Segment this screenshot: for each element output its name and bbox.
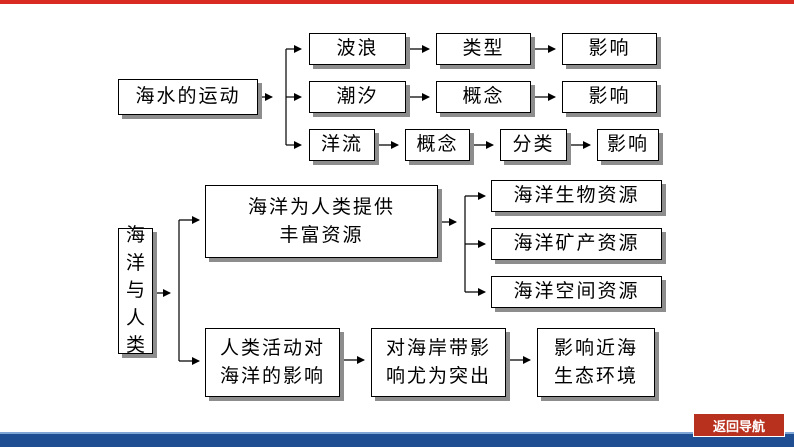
node-currents-classification: 分类 (500, 129, 567, 161)
root-char-4: 人 (125, 306, 145, 329)
node-human-activity-impact: 人类活动对 海洋的影响 (205, 328, 340, 397)
environment-line-2: 生态环境 (553, 364, 638, 387)
root-char-5: 类 (125, 334, 145, 357)
environment-line-1: 影响近海 (553, 336, 638, 359)
bottom-bar-stripe (0, 432, 794, 434)
node-currents-concept: 概念 (405, 129, 470, 161)
node-space-resources: 海洋空间资源 (491, 276, 662, 308)
node-mineral-resources: 海洋矿产资源 (491, 228, 662, 260)
node-nearshore-ecology: 影响近海 生态环境 (537, 328, 655, 397)
node-waves-types: 类型 (436, 33, 531, 65)
back-to-navigation-button[interactable]: 返回导航 (693, 413, 785, 437)
node-biological-resources: 海洋生物资源 (491, 180, 662, 212)
coast-line-1: 对海岸带影 (385, 336, 491, 359)
node-coastal-impact: 对海岸带影 响尤为突出 (371, 328, 506, 397)
node-currents: 洋流 (309, 129, 375, 161)
root-char-3: 与 (125, 279, 145, 302)
root-char-2: 洋 (125, 251, 145, 274)
node-tides-concept: 概念 (436, 81, 531, 113)
node-currents-impact: 影响 (597, 129, 659, 161)
node-resources-provision: 海洋为人类提供 丰富资源 (205, 185, 438, 258)
coast-line-2: 响尤为突出 (385, 364, 491, 387)
node-ocean-and-humans: 海 洋 与 人 类 (118, 224, 153, 356)
node-waves-impact: 影响 (562, 33, 657, 65)
resources-title-line-1: 海洋为人类提供 (247, 195, 395, 218)
activity-line-1: 人类活动对 (219, 336, 325, 359)
node-tides: 潮汐 (309, 81, 406, 113)
node-waves: 波浪 (309, 33, 406, 65)
root-char-1: 海 (125, 224, 145, 247)
node-tides-impact: 影响 (562, 81, 657, 113)
activity-line-2: 海洋的影响 (219, 364, 325, 387)
top-accent-bar (0, 0, 794, 4)
bottom-accent-bar (0, 432, 794, 447)
resources-title-line-2: 丰富资源 (279, 223, 364, 246)
node-ocean-motion: 海水的运动 (118, 79, 258, 115)
